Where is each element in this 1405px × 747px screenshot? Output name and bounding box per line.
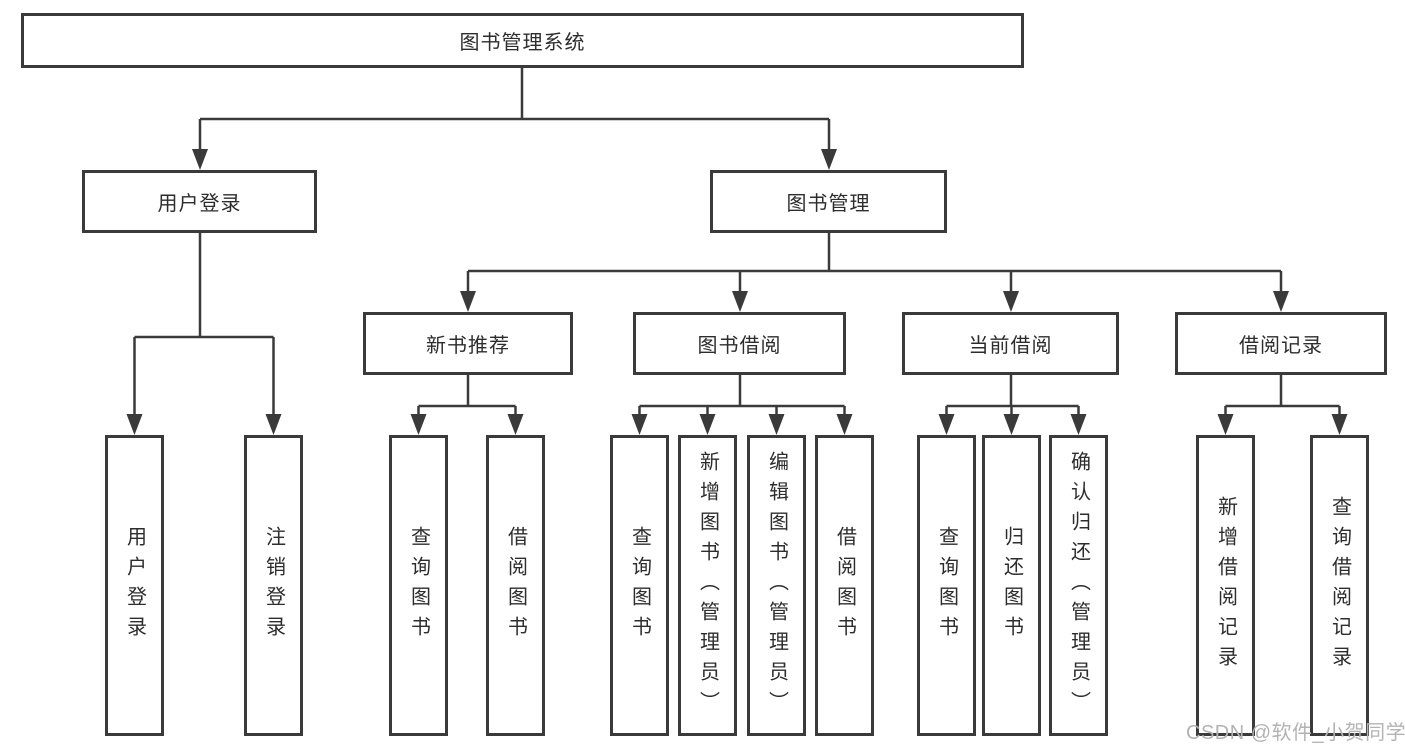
node-label: 图书管理系统	[459, 32, 586, 54]
leaf-query-books: 查询图书	[610, 435, 669, 736]
node-label: 图书借阅	[697, 335, 782, 357]
node-library-management-system: 图书管理系统	[21, 13, 1024, 68]
leaf-query-borrow-record: 查询借阅记录	[1310, 435, 1369, 736]
node-borrowing-records: 借阅记录	[1175, 312, 1387, 375]
leaf-label: 注销登录	[262, 525, 285, 646]
leaf-label: 查询图书	[628, 525, 651, 646]
leaf-label: 归还图书	[1000, 525, 1023, 646]
node-user-login: 用户登录	[82, 170, 317, 233]
leaf-label: 新增借阅记录	[1214, 495, 1237, 676]
node-book-management: 图书管理	[710, 170, 947, 233]
leaf-borrow-books: 借阅图书	[815, 435, 874, 736]
leaf-label: 查询借阅记录	[1328, 495, 1351, 676]
node-label: 当前借阅	[968, 335, 1053, 357]
leaf-return-books: 归还图书	[982, 435, 1041, 736]
node-label: 新书推荐	[426, 335, 510, 357]
leaf-label: 借阅图书	[833, 525, 856, 646]
leaf-label: 查询图书	[407, 525, 430, 646]
leaf-add-book-admin: 新增图书（管理员）	[678, 435, 737, 736]
arrowhead-icons	[126, 149, 1348, 435]
leaf-label: 新增图书（管理员）	[696, 450, 719, 721]
leaf-label: 用户登录	[123, 525, 146, 646]
node-book-borrowing: 图书借阅	[633, 312, 846, 375]
leaf-label: 编辑图书（管理员）	[765, 450, 788, 721]
leaf-add-borrow-record: 新增借阅记录	[1196, 435, 1255, 736]
leaf-edit-book-admin: 编辑图书（管理员）	[747, 435, 806, 736]
leaf-confirm-return-admin: 确认归还（管理员）	[1049, 435, 1108, 736]
node-new-book-recommend: 新书推荐	[363, 312, 573, 375]
leaf-borrow-books: 借阅图书	[486, 435, 545, 736]
leaf-query-books: 查询图书	[389, 435, 448, 736]
leaf-label: 借阅图书	[504, 525, 527, 646]
node-label: 图书管理	[786, 193, 871, 215]
node-label: 用户登录	[157, 193, 242, 215]
leaf-query-books: 查询图书	[917, 435, 976, 736]
leaf-user-login: 用户登录	[105, 435, 164, 736]
node-current-borrowing: 当前借阅	[902, 312, 1119, 375]
leaf-label: 查询图书	[935, 525, 958, 646]
leaf-logout: 注销登录	[244, 435, 303, 736]
leaf-label: 确认归还（管理员）	[1067, 450, 1090, 721]
csdn-watermark: CSDN @软件_小贺同学	[1186, 722, 1405, 744]
node-label: 借阅记录	[1239, 335, 1323, 357]
